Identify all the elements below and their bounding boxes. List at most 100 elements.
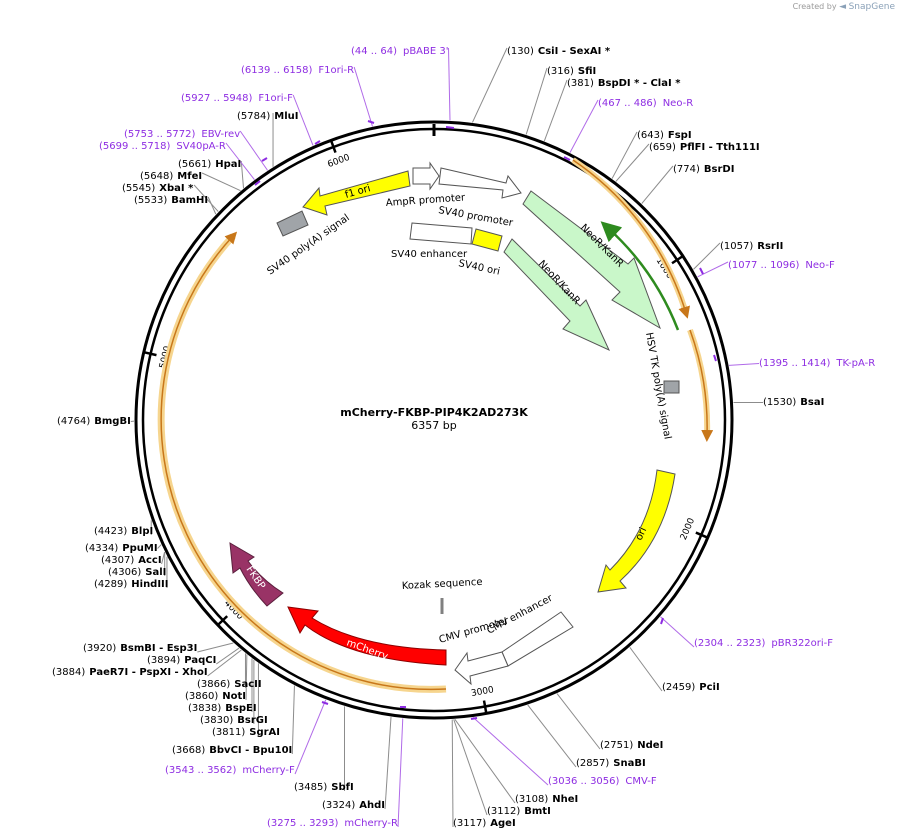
primer-site-mcherry-f[interactable]: (3543 .. 3562)mCherry-F xyxy=(165,765,295,776)
enzyme-site-hindiii[interactable]: (4289)HindIII xyxy=(94,579,169,590)
enzyme-site-paqci[interactable]: (3894)PaqCI xyxy=(147,655,216,666)
connector-mcherry-f xyxy=(294,699,327,775)
connector-pcii xyxy=(629,646,663,692)
primer-site-mcherry-r[interactable]: (3275 .. 3293)mCherry-R xyxy=(267,818,398,829)
enzyme-label: (2751)NdeI xyxy=(600,740,663,751)
feature-cmv-promoter[interactable]: CMV promoter xyxy=(438,615,511,686)
enzyme-site-bspdi[interactable]: (381)BspDI * - ClaI * xyxy=(567,78,681,89)
enzyme-label: (4764)BmgBI xyxy=(57,416,131,427)
enzyme-site-hpai[interactable]: (5661)HpaI xyxy=(178,159,241,170)
primer-site-sv40pa-r[interactable]: (5699 .. 5718)SV40pA-R xyxy=(99,141,226,152)
enzyme-name: SnaBI xyxy=(613,758,645,769)
primer-site-neo-r[interactable]: (467 .. 486)Neo-R xyxy=(598,98,693,109)
enzyme-position: (3117) xyxy=(453,818,486,829)
enzyme-site-sacii[interactable]: (3866)SacII xyxy=(197,679,262,690)
enzyme-position: (3112) xyxy=(487,806,520,817)
enzyme-site-pflfi[interactable]: (659)PflFI - Tth111I xyxy=(649,142,760,153)
primer-site-pbr322ori-f[interactable]: (2304 .. 2323)pBR322ori-F xyxy=(694,638,833,649)
primer-site-f1ori-r[interactable]: (6139 .. 6158)F1ori-R xyxy=(241,65,354,76)
enzyme-site-agei[interactable]: (3117)AgeI xyxy=(453,818,516,829)
primer-name: SV40pA-R xyxy=(176,141,225,152)
feature-sv40-polya[interactable]: SV40 poly(A) signal xyxy=(265,210,352,277)
enzyme-label: (1057)RsrII xyxy=(720,241,783,252)
enzyme-position: (2857) xyxy=(576,758,609,769)
enzyme-name: BspEI xyxy=(225,703,256,714)
enzyme-label: (4289)HindIII xyxy=(94,579,169,590)
enzyme-name: HpaI xyxy=(215,159,241,170)
enzyme-site-snabi[interactable]: (2857) SnaBI xyxy=(576,758,646,769)
feature-sv40-enhancer[interactable]: SV40 enhancer xyxy=(391,222,473,260)
connector-ndei xyxy=(556,693,601,750)
primer-label: (3543 .. 3562)mCherry-F xyxy=(165,765,295,776)
enzyme-site-sfii[interactable]: (316)SfiI xyxy=(547,66,596,77)
enzyme-label: (5784)MluI xyxy=(237,111,298,122)
primer-label: (3036 .. 3056)CMV-F xyxy=(548,776,657,787)
enzyme-site-mfei[interactable]: (5648)MfeI xyxy=(140,171,202,182)
enzyme-site-bbvci[interactable]: (3668)BbvCI - Bpu10I xyxy=(172,745,292,756)
primer-site-tk-pa-r[interactable]: (1395 .. 1414)TK-pA-R xyxy=(759,358,875,369)
enzyme-site-rsrii[interactable]: (1057)RsrII xyxy=(720,241,783,252)
enzyme-name: BlpI xyxy=(131,526,153,537)
primer-site-neo-f[interactable]: (1077 .. 1096)Neo-F xyxy=(728,260,835,271)
enzyme-site-paer7i[interactable]: (3884)PaeR7I - PspXI - XhoI xyxy=(52,667,208,678)
enzyme-site-ndei[interactable]: (2751)NdeI xyxy=(600,740,663,751)
enzyme-site-bmgbi[interactable]: (4764)BmgBI xyxy=(57,416,131,427)
connector-rsrii xyxy=(693,242,721,270)
feature-fkbp[interactable]: FKBP xyxy=(229,542,284,607)
enzyme-position: (1057) xyxy=(720,241,753,252)
enzyme-site-csii[interactable]: (130)CsiI - SexAI * xyxy=(507,46,611,57)
enzyme-site-sgrai[interactable]: (3811)SgrAI xyxy=(212,727,280,738)
feature-hsv-tk-polya[interactable]: HSV TK poly(A) signal xyxy=(643,332,680,441)
enzyme-site-bspei[interactable]: (3838)BspEI xyxy=(188,703,257,714)
enzyme-site-sbfi[interactable]: (3485)SbfI xyxy=(294,782,354,793)
backbone-outer xyxy=(134,120,734,720)
connector-mcherry-r xyxy=(397,718,404,828)
primer-name: Neo-R xyxy=(663,98,694,109)
enzyme-label: (130)CsiI - SexAI * xyxy=(507,46,611,57)
primer-site-f1ori-f[interactable]: (5927 .. 5948)F1ori-F xyxy=(181,93,293,104)
enzyme-site-pcii[interactable]: (2459)PciI xyxy=(662,682,720,693)
enzyme-site-xbai[interactable]: (5545)XbaI * xyxy=(122,183,194,194)
feature-f1-ori[interactable]: f1 ori xyxy=(302,170,411,216)
primer-name: F1ori-F xyxy=(258,93,293,104)
feature-kozak[interactable]: Kozak sequence xyxy=(402,577,483,614)
primer-site-ebv-rev[interactable]: (5753 .. 5772)EBV-rev xyxy=(124,129,240,140)
primer-site-cmv-f[interactable]: (3036 .. 3056)CMV-F xyxy=(548,776,657,787)
enzyme-site-bamhi[interactable]: (5533)BamHI xyxy=(134,195,208,206)
enzyme-site-ppumi[interactable]: (4334)PpuMI xyxy=(85,543,158,554)
enzyme-name: BsrDI xyxy=(704,164,735,175)
enzyme-site-bsai[interactable]: (1530)BsaI xyxy=(763,397,824,408)
primer-name: EBV-rev xyxy=(201,129,240,140)
enzyme-name: SbfI xyxy=(331,782,353,793)
enzyme-label: (3811)SgrAI xyxy=(212,727,280,738)
enzyme-site-noti[interactable]: (3860)NotI xyxy=(185,691,246,702)
feature-ori[interactable]: ori xyxy=(597,469,676,593)
plasmid-length: 6357 bp xyxy=(411,419,456,432)
enzyme-position: (3324) xyxy=(322,800,355,811)
enzyme-site-acci[interactable]: (4307)AccI xyxy=(101,555,162,566)
enzyme-site-bmti[interactable]: (3112)BmtI xyxy=(487,806,551,817)
feature-mcherry[interactable]: mCherry xyxy=(287,606,447,666)
enzyme-site-bsmbi[interactable]: (3920)BsmBI - Esp3I xyxy=(83,643,197,654)
primer-site-pbabe3[interactable]: (44 .. 64)pBABE 3' xyxy=(351,46,449,57)
enzyme-label: (3112)BmtI xyxy=(487,806,551,817)
enzyme-aliases: - Esp3I xyxy=(156,643,198,654)
primer-range: (3543 .. 3562) xyxy=(165,765,237,776)
connector-agei xyxy=(451,719,454,828)
enzyme-label: (3866)SacII xyxy=(197,679,262,690)
primer-label: (467 .. 486)Neo-R xyxy=(598,98,693,109)
enzyme-site-fspi[interactable]: (643)FspI xyxy=(637,130,692,141)
enzyme-site-ahdi[interactable]: (3324)AhdI xyxy=(322,800,385,811)
primer-range: (6139 .. 6158) xyxy=(241,65,313,76)
enzyme-site-bsrgi[interactable]: (3830)BsrGI xyxy=(200,715,268,726)
enzyme-label: (2857) SnaBI xyxy=(576,758,646,769)
enzyme-site-sali[interactable]: (4306)SalI xyxy=(108,567,166,578)
enzyme-site-mlui[interactable]: (5784)MluI xyxy=(237,111,298,122)
enzyme-site-nhei[interactable]: (3108)NheI xyxy=(515,794,578,805)
enzyme-site-bsrdi[interactable]: (774)BsrDI xyxy=(673,164,734,175)
connector-csii xyxy=(471,47,508,123)
enzyme-aliases: - SexAI * xyxy=(558,46,610,57)
enzyme-site-blpi[interactable]: (4423)BlpI xyxy=(94,526,153,537)
connector-paqci xyxy=(216,647,240,665)
enzyme-position: (2459) xyxy=(662,682,695,693)
